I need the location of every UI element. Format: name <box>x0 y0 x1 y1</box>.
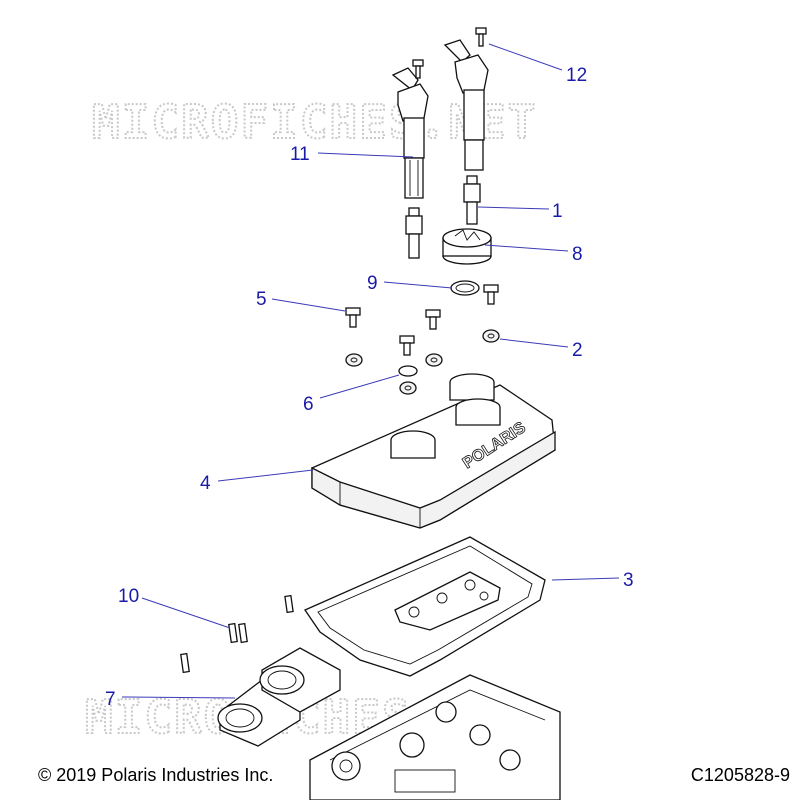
cover-bolts <box>345 284 499 356</box>
callout-3: 3 <box>623 570 634 591</box>
valve-cover-gasket <box>304 536 546 677</box>
watermark-top: MICROFICHES.NET <box>92 95 537 149</box>
ignition-coil-left <box>391 67 429 199</box>
spark-plug-right <box>463 175 481 225</box>
callout-8: 8 <box>572 244 583 265</box>
callout-5: 5 <box>256 289 267 310</box>
callout-6: 6 <box>303 394 314 415</box>
grommets <box>345 329 500 395</box>
washer <box>398 365 418 377</box>
spark-plug-left <box>405 207 423 259</box>
callout-4: 4 <box>200 473 211 494</box>
oil-filler-cap <box>442 228 492 265</box>
coil-bolt <box>475 27 487 47</box>
callout-2: 2 <box>572 340 583 361</box>
coil-bolt-left <box>412 59 424 79</box>
o-ring <box>450 280 480 296</box>
callout-12: 12 <box>566 65 587 86</box>
leader-lines <box>121 43 620 699</box>
callout-9: 9 <box>367 273 378 294</box>
cylinder-head <box>309 674 561 800</box>
callout-7: 7 <box>105 689 116 710</box>
ignition-coil-right <box>443 39 489 171</box>
boot-bolts <box>180 594 294 674</box>
callout-1: 1 <box>552 201 563 222</box>
copyright-text: © 2019 Polaris Industries Inc. <box>38 765 274 785</box>
figure-code: C1205828-9 <box>690 765 790 785</box>
intake-boots <box>217 647 341 747</box>
callout-11: 11 <box>290 144 310 165</box>
valve-cover: POLARIS <box>311 373 556 529</box>
callout-10: 10 <box>118 586 139 607</box>
